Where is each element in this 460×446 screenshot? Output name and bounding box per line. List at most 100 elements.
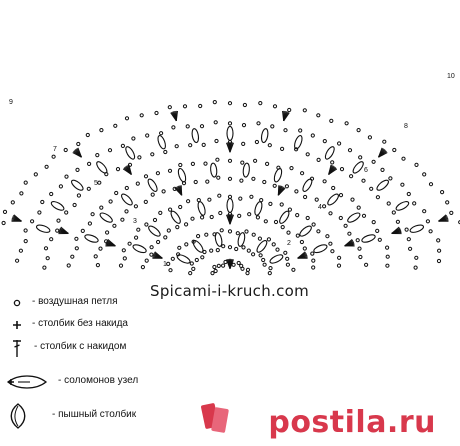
chain-stitch-mark xyxy=(261,257,266,263)
chain-stitch-mark xyxy=(357,246,362,251)
chain-stitch-mark xyxy=(246,248,251,253)
chain-stitch-mark xyxy=(236,260,241,266)
chain-stitch-mark xyxy=(401,156,406,161)
chain-stitch-mark xyxy=(90,212,95,217)
puff-stitch-mark xyxy=(242,162,250,178)
chain-stitch-mark xyxy=(241,141,246,146)
chain-stitch-mark xyxy=(171,125,176,130)
chain-stitch-mark xyxy=(23,239,28,244)
chain-stitch-mark xyxy=(263,219,268,224)
chain-stitch-mark xyxy=(235,231,240,236)
chain-stitch-mark xyxy=(371,220,376,225)
chain-stitch-mark xyxy=(218,210,223,216)
chain-stitch-mark xyxy=(166,228,171,233)
chain-stitch-mark xyxy=(1,220,6,226)
chain-stitch-mark xyxy=(154,110,159,116)
puff-stitch-mark xyxy=(299,225,312,237)
chain-stitch-mark xyxy=(337,255,342,260)
chain-stitch-mark xyxy=(257,236,262,241)
chain-stitch-mark xyxy=(275,247,280,252)
legend-label-chain: - воздушная петля xyxy=(32,296,118,307)
puff-stitch-mark xyxy=(71,179,84,191)
chain-stitch-mark xyxy=(377,237,382,242)
chain-stitch-mark xyxy=(216,175,221,180)
chain-stitch-mark xyxy=(422,209,427,214)
chain-stitch-mark xyxy=(369,186,374,191)
chain-stitch-mark xyxy=(42,265,47,270)
chain-stitch-mark xyxy=(371,159,376,164)
chain-stitch-mark xyxy=(244,229,249,234)
chain-stitch-mark xyxy=(285,262,290,267)
puff-stitch-mark xyxy=(121,193,133,206)
chain-stitch-mark xyxy=(361,213,367,218)
chain-stitch-mark xyxy=(385,254,390,259)
double-crochet-mark xyxy=(170,112,177,122)
chain-stitch-mark xyxy=(367,135,372,140)
chain-stitch-mark xyxy=(358,155,363,160)
chain-stitch-mark xyxy=(198,103,203,109)
chain-stitch-mark xyxy=(199,124,205,129)
puff-stitch-mark xyxy=(176,254,191,264)
chain-stitch-mark xyxy=(422,172,427,177)
puff-stitch-mark xyxy=(226,197,234,213)
row-number-labels: 1 2 3 4 5 6 7 8 9 10 xyxy=(9,73,455,268)
chain-stitch-mark xyxy=(253,158,258,163)
chain-stitch-mark xyxy=(266,237,271,242)
row-number-1: 1 xyxy=(163,261,167,268)
legend-label-single-crochet: - столбик без накида xyxy=(32,318,128,329)
chain-stitch-mark xyxy=(289,166,294,171)
chain-stitch-mark xyxy=(152,217,158,223)
chain-stitch-mark xyxy=(217,193,222,198)
chain-stitch-mark xyxy=(299,239,304,245)
chain-stitch-mark xyxy=(284,184,289,189)
chain-stitch-mark xyxy=(338,215,343,221)
chain-stitch-mark xyxy=(145,133,150,138)
chain-stitch-mark xyxy=(331,185,336,191)
chain-stitch-mark xyxy=(124,116,130,121)
puff-stitch-mark xyxy=(260,128,269,144)
chain-stitch-mark xyxy=(436,238,441,243)
chain-stitch-mark xyxy=(193,179,198,185)
legend-label-double-crochet: - столбик с накидом xyxy=(34,341,127,352)
chain-stitch-mark xyxy=(64,210,69,215)
chain-stitch-mark xyxy=(258,101,263,106)
chain-stitch-mark xyxy=(37,210,42,215)
chain-stitch-mark xyxy=(386,201,391,206)
chain-stitch-mark xyxy=(311,222,316,227)
chain-stitch-mark xyxy=(380,167,385,172)
chain-stitch-mark xyxy=(294,147,299,152)
watermark-text: Spicami-i-kruch.com xyxy=(150,282,310,300)
chain-stitch-mark xyxy=(23,228,28,233)
chain-stitch-mark xyxy=(112,223,117,228)
chain-stitch-mark xyxy=(328,211,333,216)
chain-stitch-mark xyxy=(400,182,405,187)
chain-stitch-mark xyxy=(150,192,155,197)
chain-stitch-mark xyxy=(114,190,119,196)
chain-stitch-mark xyxy=(247,212,252,217)
chain-stitch-mark xyxy=(29,219,35,224)
chain-stitch-mark xyxy=(314,197,319,202)
chain-stitch-mark xyxy=(133,204,138,209)
chain-stitch-mark xyxy=(212,264,217,270)
chain-stitch-mark xyxy=(213,268,218,274)
chain-stitch-mark xyxy=(239,263,244,268)
chain-stitch-mark xyxy=(113,123,118,128)
chain-stitch-mark xyxy=(140,265,145,270)
chain-stitch-mark xyxy=(23,180,28,185)
chain-stitch-mark xyxy=(356,205,361,210)
chain-stitch-mark xyxy=(330,249,335,254)
chain-stitch-mark xyxy=(215,157,220,162)
puff-stitch-mark xyxy=(294,134,303,150)
chain-stitch-mark xyxy=(262,179,267,185)
chain-stitch-mark xyxy=(361,178,366,183)
chain-stitch-mark xyxy=(251,252,256,257)
chain-stitch-mark xyxy=(175,225,180,230)
chain-stitch-mark xyxy=(245,267,251,272)
chain-stitch-mark xyxy=(120,143,126,148)
chain-stitch-mark xyxy=(184,242,189,247)
puff-stitch-mark xyxy=(191,128,200,144)
chain-stitch-mark xyxy=(302,246,307,251)
puff-stitch-mark xyxy=(254,201,263,216)
chain-stitch-mark xyxy=(43,246,49,251)
chain-stitch-mark xyxy=(196,234,201,239)
